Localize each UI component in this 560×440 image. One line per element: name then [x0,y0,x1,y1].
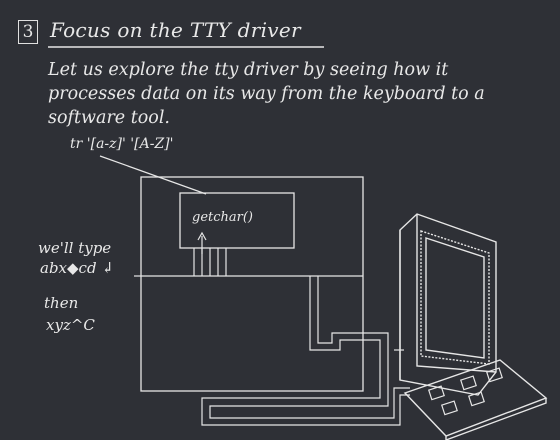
intro-text: Let us explore the tty driver by seeing … [48,60,485,128]
getchar-label: getchar() [192,210,254,225]
then-label: then [44,294,79,312]
data-up-arrow [197,231,207,254]
typing-label-line2: abx◆cd ↲ [40,259,114,277]
terminal-keyboard [403,359,548,440]
typing-label-line1: we'll type [38,239,112,257]
command-label: tr '[a-z]' '[A-Z]' [70,136,174,152]
slide-number-box: 3 [18,20,38,44]
terminal-cable [201,276,410,426]
pointer-line [99,155,207,195]
ctrl-c-label: xyz^C [46,316,95,334]
keyboard-keys [427,367,503,416]
slide-title: Focus on the TTY driver [50,18,301,42]
computer-box [140,176,364,392]
terminal-monitor [399,213,497,396]
process-box [179,192,295,249]
